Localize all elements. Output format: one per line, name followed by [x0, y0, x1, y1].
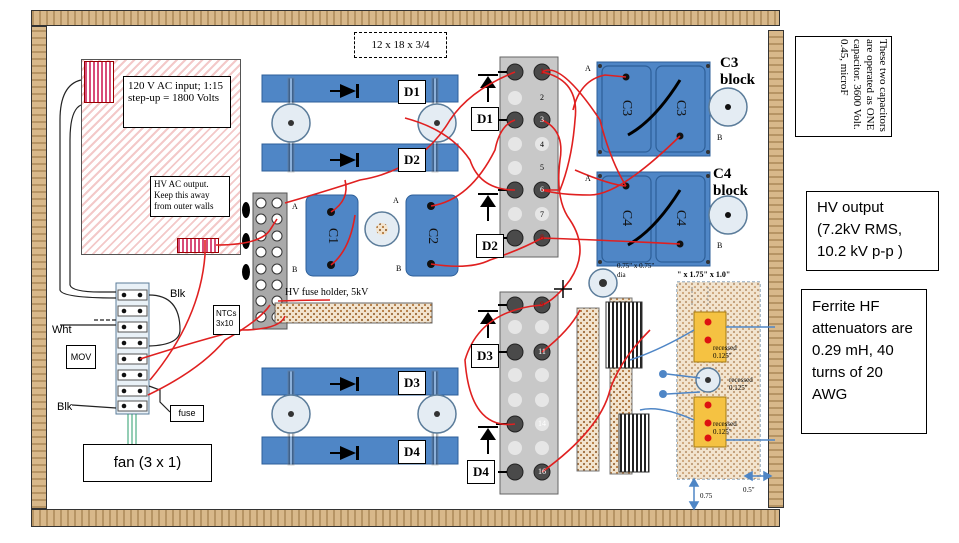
diode-label-d2-strip: D2	[476, 234, 504, 258]
diode-label-d4: D4	[398, 440, 426, 464]
ferrite-note: Ferrite HF attenuators are 0.29 mH, 40 t…	[801, 289, 927, 434]
cap-c3-label-left: C3	[619, 99, 634, 117]
terminal-number-4: 4	[540, 140, 544, 149]
ferrite-core-left	[576, 307, 600, 472]
frame-top	[31, 10, 780, 26]
diode-label-d4-strip: D4	[467, 460, 495, 484]
frame-left	[31, 26, 47, 509]
wire-label-blk-top: Blk	[170, 288, 186, 300]
c4-label-b: B	[717, 241, 723, 250]
terminal-number-9: 9	[540, 300, 544, 309]
terminal-number-8: 8	[540, 233, 544, 242]
cap-c2	[405, 194, 459, 277]
cap-c1-label: C1	[325, 227, 340, 245]
wire-label-blk-bottom: Blk	[57, 401, 73, 413]
ntc-label: NTCs 3x10	[213, 305, 240, 335]
terminal-number-5: 5	[540, 163, 544, 172]
mov-label: MOV	[66, 345, 96, 369]
cap-c1	[305, 194, 359, 277]
cap-c4-label-right: C4	[673, 209, 688, 227]
small-core-dims: 0.75" x 0.75" dia	[617, 262, 655, 279]
c4-label-a: A	[585, 174, 591, 183]
hv-block-label-b: B	[292, 265, 298, 274]
terminal-number-3: 3	[540, 115, 544, 124]
terminal-number-2: 2	[540, 93, 544, 102]
diode-label-d1: D1	[398, 80, 426, 104]
terminal-strip-lower	[499, 291, 559, 495]
hv-fuse-holder-label: HV fuse holder, 5kV	[285, 287, 369, 298]
cap-c2-label: C2	[425, 227, 440, 245]
diode-label-d1-strip: D1	[471, 107, 499, 131]
c4-block	[596, 171, 711, 267]
diode-label-d2: D2	[398, 148, 426, 172]
output-block-dims: " x 1.75" x 1.0"	[677, 270, 731, 279]
hv-block-label-a: A	[292, 202, 298, 211]
capacitor-note: These two capacitors are operated as ONE…	[838, 39, 889, 132]
frame-right	[768, 30, 784, 508]
wire-label-wht: Wht	[52, 324, 72, 336]
frame-bottom	[31, 509, 780, 527]
diode-label-d3: D3	[398, 371, 426, 395]
c2-label-b: B	[396, 264, 402, 273]
fuse-label: fuse	[170, 405, 204, 422]
cap-c3-label-right: C3	[673, 99, 688, 117]
dim-05-label: 0.5"	[743, 486, 755, 494]
ferrite-coil-upper	[605, 301, 643, 369]
terminal-number-1: 1	[540, 67, 544, 76]
c3-block-title: C3 block	[720, 55, 756, 88]
hv-ac-note: HV AC output. Keep this away from outer …	[150, 176, 230, 217]
c4-block-title: C4 block	[713, 166, 749, 199]
recessed-label-3: recessed 0.125"	[713, 420, 737, 436]
recessed-label-1: recessed 0.125"	[713, 344, 737, 360]
recessed-label-2: recessed 0.125"	[729, 376, 753, 392]
c3-label-a: A	[585, 64, 591, 73]
c3-label-b: B	[717, 133, 723, 142]
hv-fuse-holder	[274, 302, 433, 324]
terminal-number-7: 7	[540, 210, 544, 219]
transformer-primary-terminals	[84, 61, 114, 103]
ferrite-coil-lower	[618, 413, 650, 473]
cap-c4-label-left: C4	[619, 209, 634, 227]
terminal-number-11: 11	[538, 347, 546, 356]
fan-label: fan (3 x 1)	[83, 444, 212, 482]
capacitor-note-box	[795, 36, 892, 137]
c2-label-a: A	[393, 196, 399, 205]
hv-output-note: HV output (7.2kV RMS, 10.2 kV p-p )	[806, 191, 939, 271]
terminal-number-16: 16	[538, 467, 546, 476]
terminal-strip-upper	[499, 56, 559, 258]
top-dimension-label: 12 x 18 x 3/4	[354, 32, 447, 58]
terminal-number-6: 6	[540, 185, 544, 194]
terminal-number-14: 14	[538, 419, 546, 428]
c3-block	[596, 61, 711, 157]
transformer-label: 120 V AC input; 1:15 step-up = 1800 Volt…	[123, 76, 231, 128]
dim-075-label: 0.75	[700, 492, 713, 500]
diode-label-d3-strip: D3	[471, 344, 499, 368]
